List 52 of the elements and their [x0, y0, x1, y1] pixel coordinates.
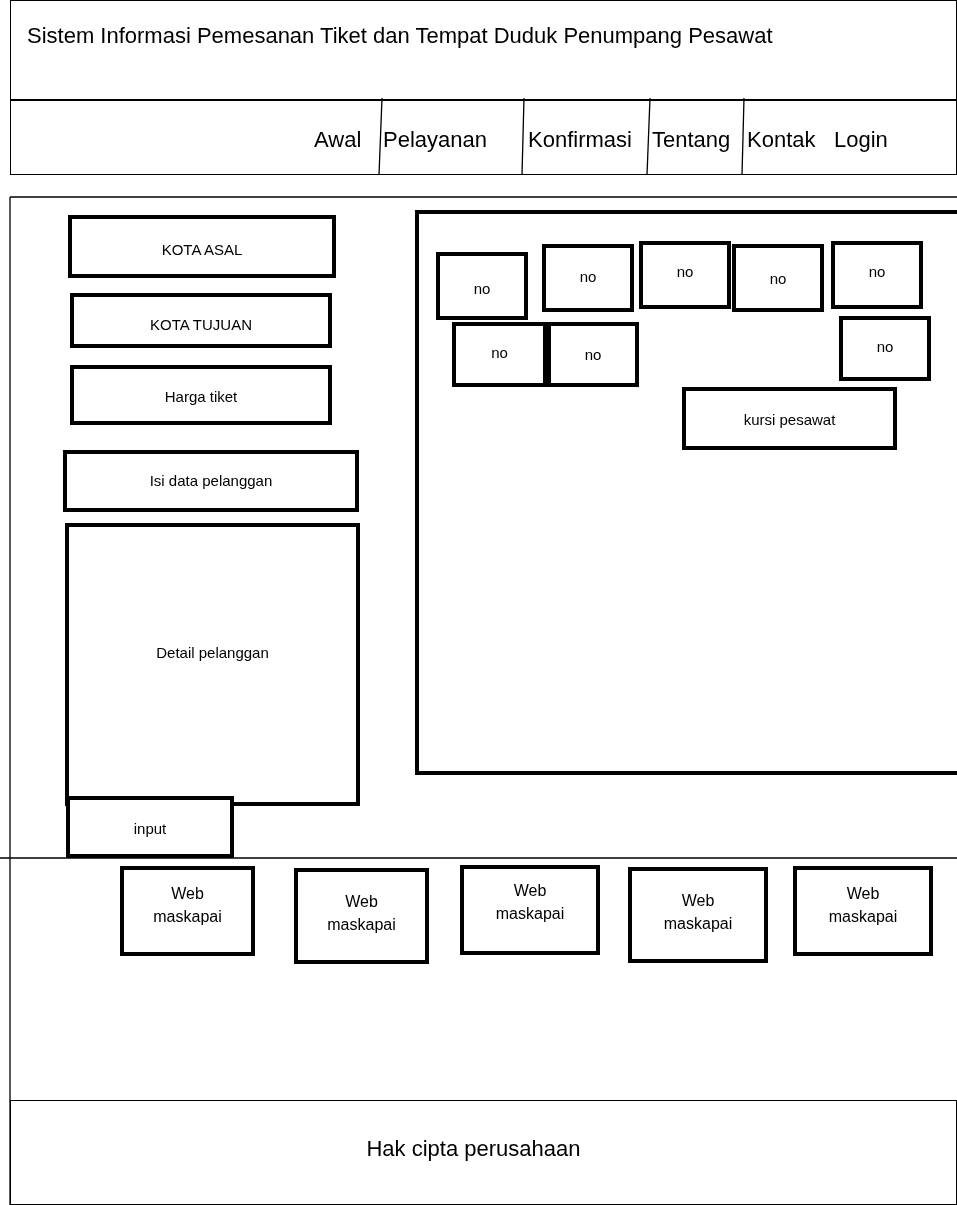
nav-link: Kontak: [747, 127, 816, 153]
seat-box: [839, 316, 931, 381]
nav-link: Login: [834, 127, 888, 153]
copyright-footer: [10, 1100, 957, 1205]
airline-link-box: [793, 866, 933, 956]
box-label: Harga tiket: [163, 387, 239, 407]
airline-link-box: [120, 866, 255, 956]
box-label: Detail pelanggan: [155, 643, 270, 663]
detail-panel: [65, 523, 360, 806]
box-label: input: [132, 819, 168, 839]
airline-link-box: [460, 865, 600, 955]
seat-box: [732, 244, 824, 312]
seat-box: [436, 252, 528, 320]
nav-link: Awal: [314, 127, 362, 153]
box-label: kursi pesawat: [742, 410, 837, 430]
nav-link: Tentang: [652, 127, 731, 153]
box-label: no: [867, 262, 887, 282]
page-title: Sistem Informasi Pemesanan Tiket dan Tempat Duduk Penumpang Pesawat: [27, 23, 773, 49]
seat-box: [542, 244, 634, 312]
nav-link: Pelayanan: [383, 127, 487, 153]
box-label: no: [578, 267, 598, 287]
seat-box: [831, 241, 923, 309]
box-label: KOTA TUJUAN: [149, 315, 253, 335]
box-label: KOTA ASAL: [160, 240, 244, 260]
title-band: [10, 0, 957, 100]
airline-link-box: [294, 868, 429, 964]
box-label: Web maskapai: [326, 892, 397, 936]
nav-link: Konfirmasi: [528, 127, 632, 153]
navigation-bar: [10, 100, 957, 175]
airline-link-box: [628, 867, 768, 963]
box-label: no: [675, 262, 695, 282]
box-label: no: [875, 337, 895, 357]
input-field: [70, 365, 332, 425]
box-label: no: [583, 345, 603, 365]
input-field: [68, 215, 336, 278]
seat-box: [639, 241, 731, 309]
box-label: Web maskapai: [662, 891, 734, 935]
box-label: Web maskapai: [152, 884, 223, 928]
seat-label-box: [682, 387, 897, 450]
form-heading-box: [63, 450, 359, 512]
box-label: no: [490, 343, 509, 363]
input-button: [66, 796, 234, 858]
seat-map-panel: [415, 210, 957, 775]
box-label: Web maskapai: [827, 884, 899, 928]
box-label: no: [472, 279, 492, 299]
box-label: Web maskapai: [494, 881, 566, 925]
seat-box: [452, 322, 547, 387]
copyright-text: Hak cipta perusahaan: [365, 1136, 582, 1162]
box-label: no: [768, 269, 788, 289]
input-field: [70, 293, 332, 348]
seat-box: [547, 322, 639, 387]
box-label: Isi data pelanggan: [148, 471, 274, 491]
